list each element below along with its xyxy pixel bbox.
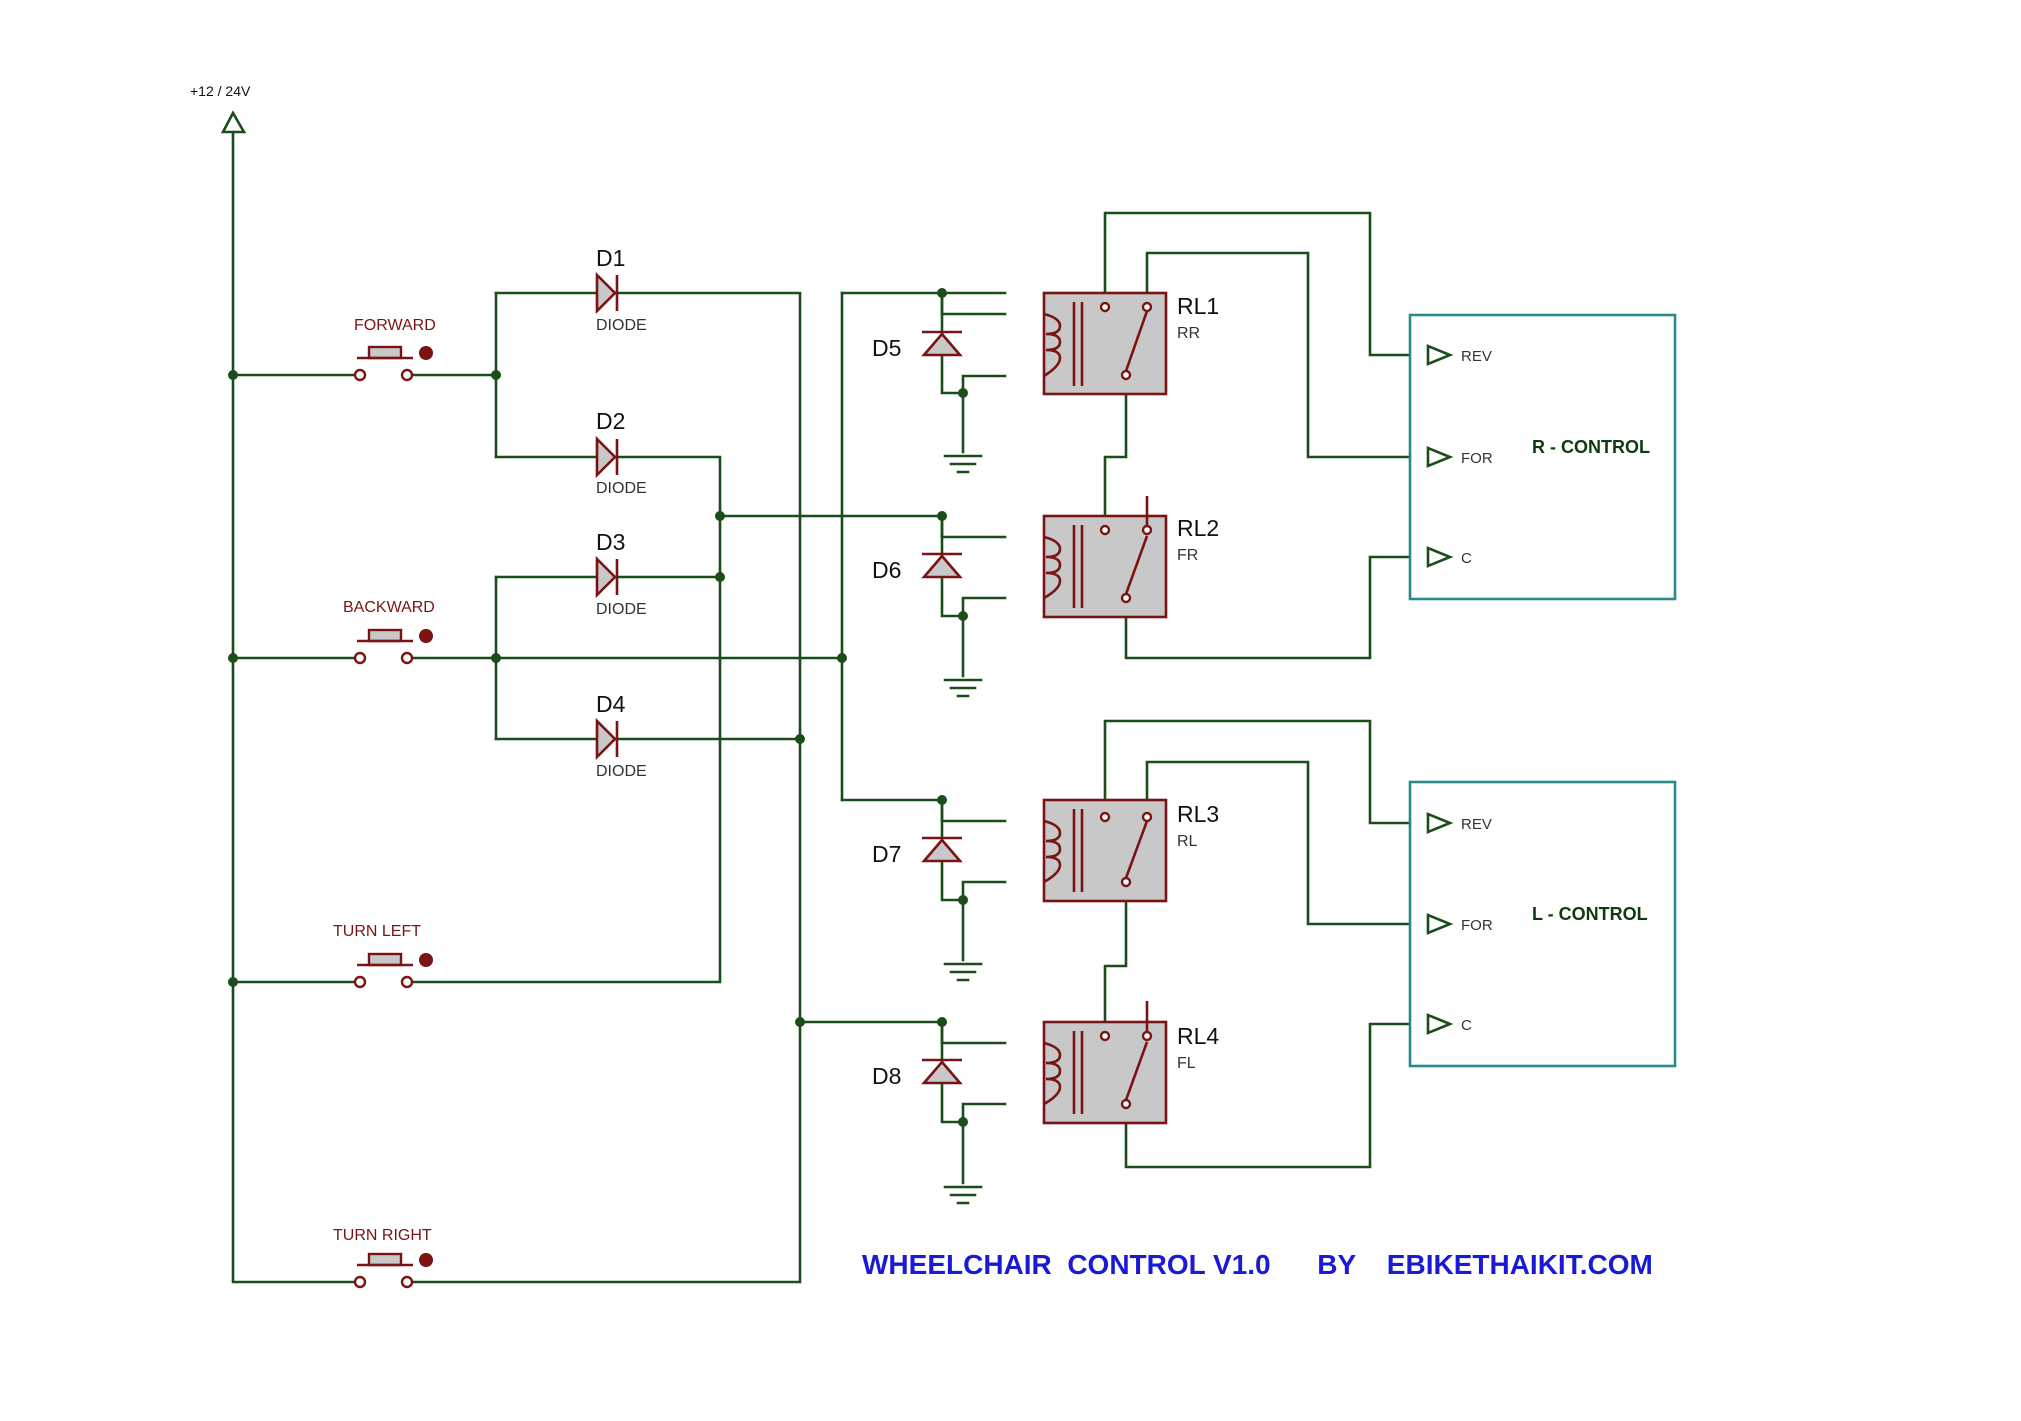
port-rev [1426, 344, 1454, 366]
switch-turn-right[interactable]: TURN RIGHT [333, 1227, 433, 1289]
svg-text:REV: REV [1461, 816, 1492, 833]
port-c [1426, 546, 1454, 568]
svg-text:FOR: FOR [1461, 917, 1493, 934]
svg-text:D8: D8 [872, 1063, 901, 1089]
svg-text:FL: FL [1177, 1055, 1196, 1072]
relay-rl4: RL4 FL [1042, 1001, 1219, 1125]
svg-text:C: C [1461, 1017, 1472, 1034]
diode-d3: D3 DIODE [595, 529, 647, 618]
svg-text:D3: D3 [596, 529, 625, 555]
switch-label: BACKWARD [343, 599, 435, 616]
diode-d4: D4 DIODE [595, 691, 647, 780]
svg-text:DIODE: DIODE [596, 317, 647, 334]
ground-icon [943, 1185, 983, 1205]
ground-symbols [943, 454, 983, 1205]
switch-turn-left[interactable]: TURN LEFT [333, 923, 433, 989]
svg-text:FR: FR [1177, 547, 1198, 564]
port-rev [1426, 812, 1454, 834]
svg-text:RL1: RL1 [1177, 293, 1219, 319]
svg-text:D1: D1 [596, 245, 625, 271]
port-for [1426, 913, 1454, 935]
svg-text:D4: D4 [596, 691, 626, 717]
svg-text:RL4: RL4 [1177, 1023, 1219, 1049]
relay-rl2: RL2 FR [1042, 496, 1219, 619]
svg-text:D2: D2 [596, 408, 625, 434]
diode-d2: D2 DIODE [595, 408, 647, 497]
svg-text:C: C [1461, 550, 1472, 567]
ground-icon [943, 454, 983, 474]
relay-rl1: RL1 RR [1042, 291, 1219, 396]
diode-d8: D8 [872, 1058, 963, 1089]
block-label: R - CONTROL [1532, 437, 1650, 457]
switch-backward[interactable]: BACKWARD [343, 599, 435, 665]
diode-d5: D5 [872, 330, 963, 361]
svg-text:RL: RL [1177, 833, 1198, 850]
svg-text:D6: D6 [872, 557, 901, 583]
svg-text:RL2: RL2 [1177, 515, 1219, 541]
svg-text:FOR: FOR [1461, 450, 1493, 467]
junctions [228, 288, 968, 1127]
svg-text:RR: RR [1177, 325, 1200, 342]
svg-text:RL3: RL3 [1177, 801, 1219, 827]
switch-label: TURN LEFT [333, 923, 421, 940]
power-label: +12 / 24V [190, 83, 251, 99]
diode-d7: D7 [872, 836, 963, 867]
diode-d1: D1 DIODE [595, 245, 647, 334]
ground-icon [943, 678, 983, 698]
switch-label: TURN RIGHT [333, 1227, 432, 1244]
r-control-block: REV FOR C R - CONTROL [1408, 313, 1677, 601]
svg-text:DIODE: DIODE [596, 763, 647, 780]
ground-icon [943, 962, 983, 982]
port-c [1426, 1013, 1454, 1035]
switch-label: FORWARD [354, 317, 436, 334]
switch-forward[interactable]: FORWARD [353, 317, 436, 382]
diode-d6: D6 [872, 552, 963, 583]
relay-rl3: RL3 RL [1042, 798, 1219, 903]
block-label: L - CONTROL [1532, 904, 1648, 924]
svg-text:D7: D7 [872, 841, 901, 867]
svg-text:DIODE: DIODE [596, 480, 647, 497]
svg-text:D5: D5 [872, 335, 901, 361]
svg-text:DIODE: DIODE [596, 601, 647, 618]
power-terminal: +12 / 24V [190, 83, 251, 134]
svg-text:REV: REV [1461, 348, 1492, 365]
wires [231, 130, 1427, 1284]
port-for [1426, 446, 1454, 468]
diagram-title: WHEELCHAIR CONTROL V1.0 BY EBIKETHAIKIT.… [862, 1249, 1653, 1280]
l-control-block: REV FOR C L - CONTROL [1408, 780, 1677, 1068]
